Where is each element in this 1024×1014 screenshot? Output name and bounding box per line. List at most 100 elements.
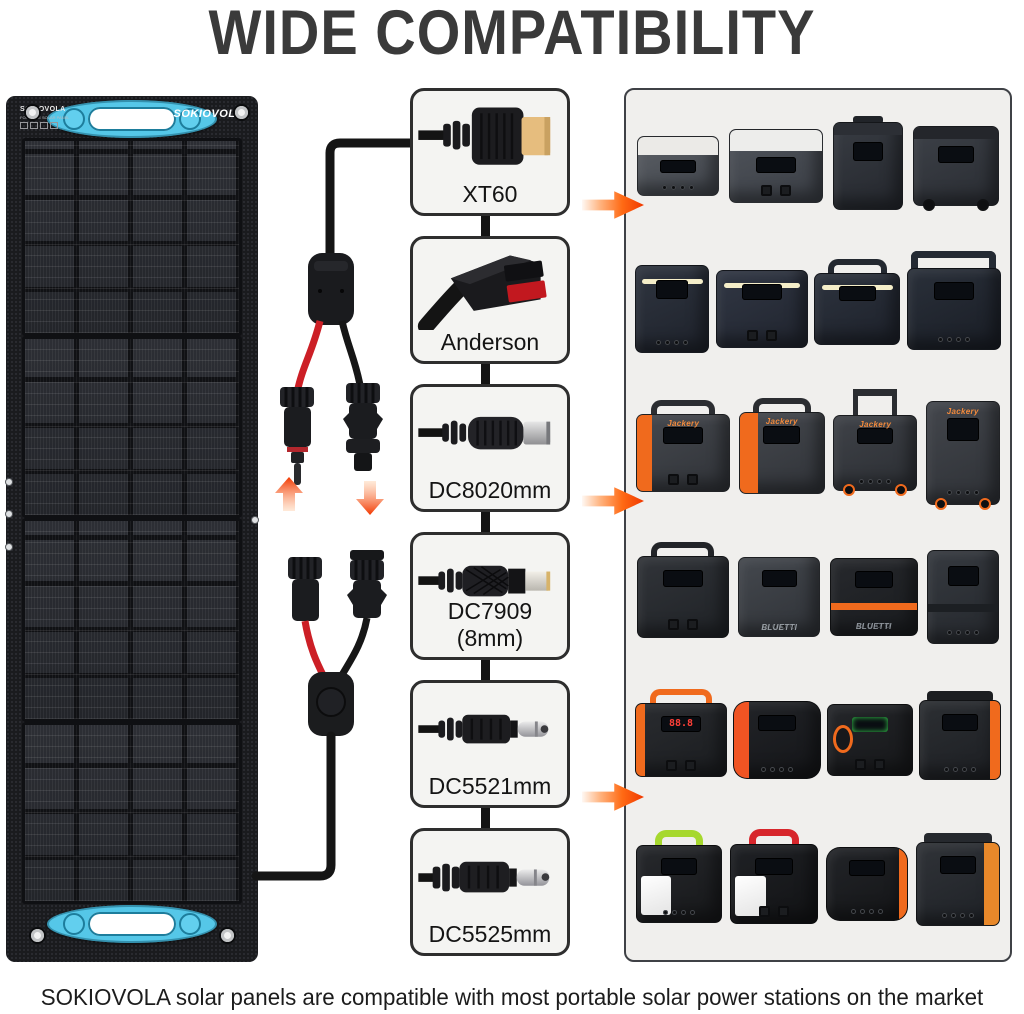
station-display: [656, 280, 689, 300]
station-handle: [828, 259, 887, 286]
station-brand-label: BLUETTI: [855, 622, 892, 632]
port-icon: [671, 184, 676, 190]
anderson-plug-icon: [415, 243, 565, 331]
connector-box-dc8020: DC8020mm: [410, 384, 570, 512]
outlet-icon: [667, 619, 679, 631]
port-icon: [761, 766, 766, 772]
power-station: Jackery: [636, 400, 731, 493]
ac-outlets: [637, 474, 729, 486]
station-top: [914, 126, 998, 140]
solar-panel: SOKIOVOLA FOLDABLE SOLAR PANEL SOKIOVOLA: [5, 96, 259, 962]
port-icon: [790, 623, 796, 629]
port-icon: [946, 337, 952, 343]
power-station: Jackery: [925, 401, 1000, 511]
station-handle: [911, 251, 997, 282]
handle-hole-icon: [179, 108, 201, 130]
port-icon: [969, 912, 974, 918]
connector-label: XT60: [462, 181, 518, 207]
station-display: [663, 427, 704, 445]
output-ports: [927, 489, 999, 495]
station-handle: [749, 829, 799, 857]
station-top: [834, 122, 902, 135]
port-icon: [974, 629, 980, 635]
connector-label: Anderson: [440, 329, 540, 355]
station-accent: [984, 843, 999, 926]
port-icon: [869, 908, 874, 914]
power-station: [814, 259, 901, 346]
station-body: [733, 701, 821, 780]
station-body: [827, 704, 913, 777]
station-handle: [651, 541, 715, 568]
connector-label: DC5525mm: [428, 921, 552, 947]
handle-hole-icon: [63, 913, 85, 935]
port-icon: [681, 910, 686, 916]
red-wire: [301, 620, 329, 681]
display-readout: 88.8: [668, 718, 694, 730]
port-icon: [674, 339, 680, 345]
port-icon: [875, 623, 881, 628]
station-body: [833, 121, 903, 210]
station-body: [913, 125, 999, 206]
station-row: [628, 94, 1008, 238]
red-wire: [293, 320, 324, 394]
port-icon: [663, 910, 668, 916]
dc8020-plug-icon: [415, 391, 565, 479]
ac-outlets: [828, 758, 912, 770]
station-body: [635, 265, 710, 354]
grommet-icon: [235, 106, 248, 119]
port-icon: [866, 623, 872, 628]
station-brand-label: Jackery: [765, 417, 798, 427]
station-display: [851, 716, 889, 733]
mc4-connector-female-icon: [343, 383, 383, 471]
station-handle: [651, 400, 716, 427]
wheel-icon: [934, 498, 947, 511]
connector-box-xt60: XT60: [410, 88, 570, 216]
output-ports: [928, 629, 998, 635]
power-station: 88.8: [635, 689, 727, 778]
station-handle: [853, 389, 898, 417]
port-icon: [665, 339, 671, 345]
station-display: [761, 570, 797, 588]
power-station: Jackery: [833, 389, 918, 497]
station-row: 88.8: [628, 669, 1008, 813]
station-display: 88.8: [661, 716, 701, 732]
port-icon: [955, 489, 961, 495]
station-row: [628, 812, 1008, 956]
port-icon: [884, 623, 890, 628]
outlet-icon: [666, 759, 677, 771]
xt60-plug-icon: [415, 95, 565, 183]
station-display: [854, 570, 893, 588]
station-body: [814, 273, 901, 346]
edge-hole-icon: [5, 510, 13, 518]
output-ports: [834, 478, 916, 484]
port-icon: [944, 767, 949, 773]
port-icon: [656, 339, 662, 345]
black-wire: [338, 320, 364, 386]
port-icon: [877, 478, 883, 484]
port-icon: [690, 910, 695, 916]
power-station: BLUETTI: [738, 556, 821, 637]
mc4-connector-male-icon: [288, 557, 322, 621]
power-station: [733, 701, 821, 780]
outlet-icon: [874, 758, 885, 770]
station-brand-label: Jackery: [859, 419, 892, 429]
handle-hole-icon: [63, 108, 85, 130]
wheel-icon: [923, 198, 936, 211]
station-body: [636, 555, 729, 638]
power-station: Jackery: [738, 398, 825, 495]
station-band: [928, 604, 999, 613]
station-row: Jackery Jackery Jackery Jackery: [628, 381, 1008, 525]
power-station: [916, 833, 1000, 927]
wheel-icon: [843, 484, 856, 497]
station-brand-label: Jackery: [667, 418, 700, 428]
station-body: [826, 847, 908, 922]
port-icon: [851, 908, 856, 914]
station-display: [741, 283, 782, 301]
station-band: [830, 602, 917, 610]
port-icon: [772, 623, 778, 629]
outlet-icon: [746, 330, 758, 342]
connector-link: [481, 216, 490, 236]
arrow-up-icon: [275, 477, 303, 511]
